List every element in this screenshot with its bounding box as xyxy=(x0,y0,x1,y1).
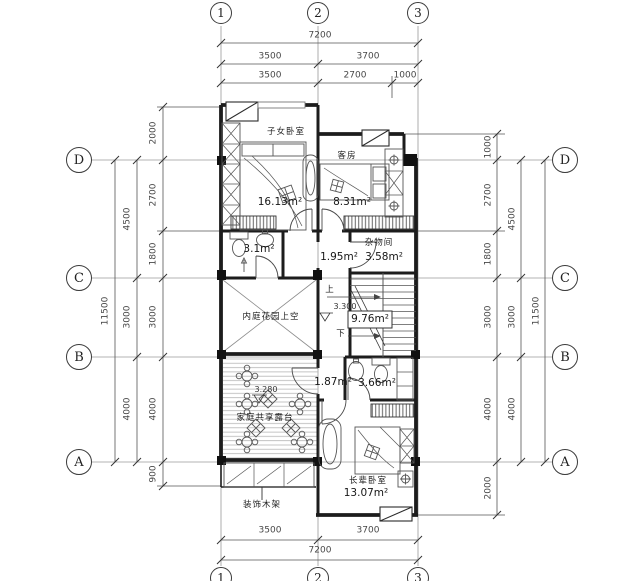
dim-right-inner-5: 4000 xyxy=(483,397,494,421)
dim-bottom-pair-2: 3700 xyxy=(356,525,380,536)
level-markers xyxy=(252,312,333,404)
room-label-courtyard: 内庭花园上空 xyxy=(242,311,300,322)
grid-col-3-bottom: 3 xyxy=(407,567,429,581)
dim-bottom-total: 7200 xyxy=(308,545,332,556)
grid-row-C-right: C xyxy=(552,265,578,291)
dim-top-triple-3: 1000 xyxy=(393,70,417,81)
door-elder-bedroom xyxy=(321,399,347,425)
door-storage xyxy=(349,241,377,269)
stool-elder xyxy=(397,470,414,488)
room-area-storage: 3.58m² xyxy=(365,250,403,263)
door-bath-upper xyxy=(255,255,279,279)
room-area-kids-bedroom: 16.13m² xyxy=(257,195,303,208)
window-elder-bedroom xyxy=(379,506,413,522)
bed-elder xyxy=(354,426,401,475)
dim-right-inner-4: 3000 xyxy=(483,305,494,329)
dim-left-inner-2: 2700 xyxy=(148,183,159,207)
dim-left-inner-3: 1800 xyxy=(148,242,159,266)
grid-col-2-bottom: 2 xyxy=(307,567,329,581)
bed-kids xyxy=(239,141,307,231)
sink-lower xyxy=(348,358,364,381)
dim-left-outer: 11500 xyxy=(100,296,111,326)
dim-right-inner-2: 2700 xyxy=(483,183,494,207)
room-label-guest-room: 客房 xyxy=(337,150,357,161)
level-mark-terrace xyxy=(252,394,267,404)
grid-col-2-top: 2 xyxy=(307,2,329,24)
dim-right-mid-3: 4000 xyxy=(507,397,518,421)
grid-row-B-right: B xyxy=(552,344,578,370)
grid-col-3-top: 3 xyxy=(407,2,429,24)
stairs-down-label: 下 xyxy=(336,328,346,339)
room-area-guest-room: 8.31m² xyxy=(333,195,371,208)
dim-left-inner-5: 4000 xyxy=(148,397,159,421)
room-area-elder-bedroom: 13.07m² xyxy=(343,486,389,499)
door-terrace xyxy=(291,367,319,395)
room-label-elder-bedroom: 长辈卧室 xyxy=(348,475,388,486)
room-label-storage: 杂物间 xyxy=(364,237,394,248)
room-area-bath-upper: 3.1m² xyxy=(243,242,275,255)
trellis-label: 装饰木架 xyxy=(242,499,282,510)
dim-right-inner-1: 1000 xyxy=(483,135,494,159)
windows xyxy=(225,101,413,522)
courtyard-void-lines xyxy=(222,279,317,353)
window-kids-bedroom xyxy=(225,101,259,122)
bench-elder xyxy=(318,418,342,470)
dim-left-mid-1: 4500 xyxy=(122,207,133,231)
grid-row-B-left: B xyxy=(66,344,92,370)
dim-right-mid-2: 3000 xyxy=(507,305,518,329)
dim-left-inner-1: 2000 xyxy=(148,121,159,145)
dim-left-inner-6: 900 xyxy=(148,465,159,483)
furniture xyxy=(221,122,415,500)
dim-right-inner-3: 1800 xyxy=(483,242,494,266)
level-mark-stairs xyxy=(318,312,333,322)
dimension-lines xyxy=(114,42,546,561)
stairs-area-box xyxy=(347,310,393,329)
dim-top-pair-1: 3500 xyxy=(258,51,282,62)
dim-left-mid-2: 3000 xyxy=(122,305,133,329)
closet-guest xyxy=(384,148,404,218)
stairs xyxy=(327,273,416,357)
planter-boxes xyxy=(223,462,315,500)
grid-col-1-bottom: 1 xyxy=(210,567,232,581)
grid-row-A-left: A xyxy=(66,449,92,475)
bath-upper-arrow xyxy=(240,256,248,272)
nightstand-elder xyxy=(399,428,415,464)
bed-guest xyxy=(319,163,390,201)
columns xyxy=(217,154,420,466)
dim-right-mid-1: 4500 xyxy=(507,207,518,231)
dim-top-total: 7200 xyxy=(308,30,332,41)
room-label-kids-bedroom: 子女卧室 xyxy=(266,126,306,137)
grid-row-A-right: A xyxy=(552,449,578,475)
dresser-kids xyxy=(302,154,319,202)
room-area-hall-upper: 1.95m² xyxy=(320,250,358,263)
grid-row-C-left: C xyxy=(66,265,92,291)
dim-top-triple-1: 3500 xyxy=(258,70,282,81)
cabinet-lower xyxy=(396,357,414,401)
stairs-level-label: 3.300 xyxy=(333,302,357,311)
grid-col-1-top: 1 xyxy=(210,2,232,24)
stairs-up-label: 上 xyxy=(325,284,335,295)
dim-right-inner-6: 2000 xyxy=(483,476,494,500)
dim-bottom-pair-1: 3500 xyxy=(258,525,282,536)
room-label-terrace: 家庭共享露台 xyxy=(236,412,294,423)
window-guest-room xyxy=(361,129,390,147)
dim-left-mid-3: 4000 xyxy=(122,397,133,421)
dim-right-outer: 11500 xyxy=(531,296,542,326)
cabinet-hatch-strips xyxy=(230,215,415,418)
terrace-level-label: 3.280 xyxy=(254,385,278,394)
door-guest-room xyxy=(321,208,345,232)
dim-top-pair-2: 3700 xyxy=(356,51,380,62)
window-strip-top xyxy=(257,101,306,109)
door-swings xyxy=(255,208,377,425)
sink-upper xyxy=(256,229,274,247)
dim-top-triple-2: 2700 xyxy=(343,70,367,81)
grid-row-D-right: D xyxy=(552,147,578,173)
room-area-hall-lower: 1.87m² xyxy=(314,375,352,388)
wardrobe-kids xyxy=(221,122,241,226)
stairs-area-label: 9.76m² xyxy=(351,312,389,325)
room-area-bath-lower: 3.66m² xyxy=(358,376,396,389)
dim-left-inner-4: 3000 xyxy=(148,305,159,329)
grid-row-D-left: D xyxy=(66,147,92,173)
